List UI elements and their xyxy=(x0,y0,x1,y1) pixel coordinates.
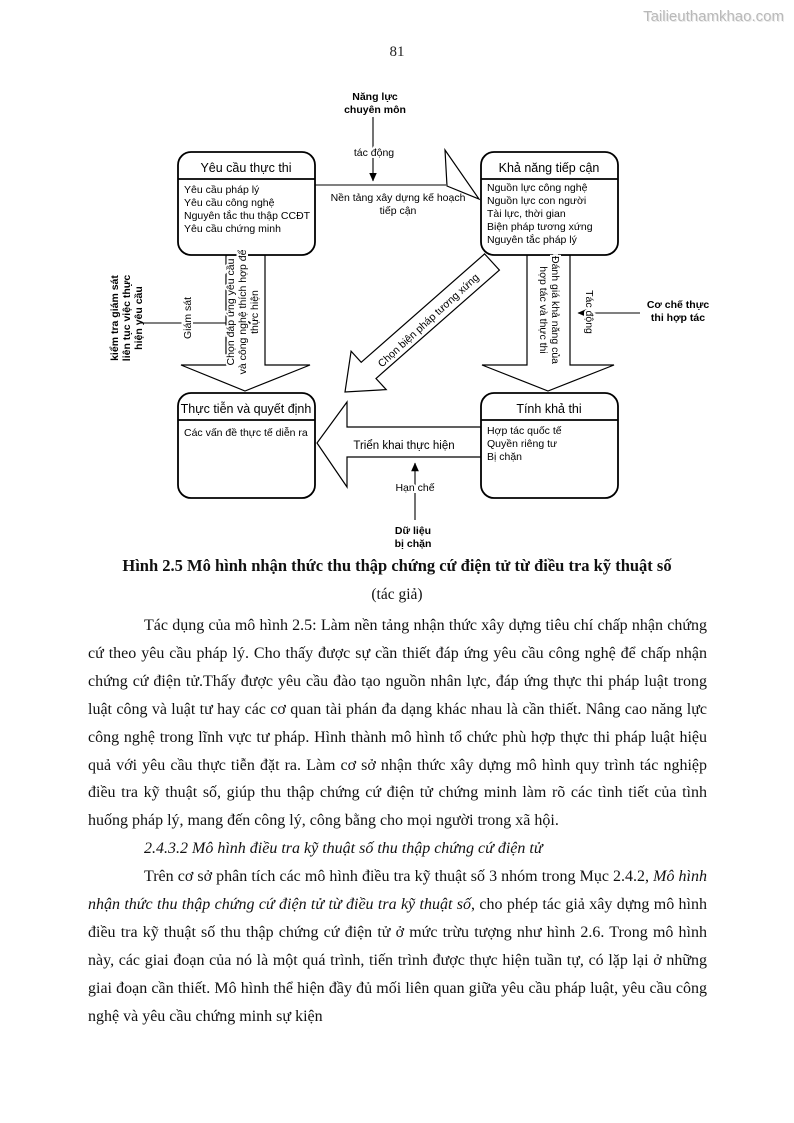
mechanism-label-line2: thi hợp tác xyxy=(651,312,705,324)
feasibility-item: Bị chặn xyxy=(487,451,522,463)
practice-box: Thực tiễn và quyết định Các vấn đề thực … xyxy=(177,392,316,499)
svg-text:liên tục việc thực: liên tục việc thực xyxy=(121,275,133,362)
access-box-title: Khả năng tiếp cận xyxy=(499,161,600,175)
figure-caption-author: (tác giả) xyxy=(371,586,423,603)
access-item: Nguyên tắc pháp lý xyxy=(487,233,578,246)
mechanism-label-line1: Cơ chế thực xyxy=(647,299,709,311)
blocked-label-line1: Dữ liệu xyxy=(395,525,431,537)
figure-2-5-diagram: Năng lực chuyên môn tác động Yêu cầu thự… xyxy=(109,91,709,550)
access-box: Khả năng tiếp cận Nguồn lực công nghệ Ng… xyxy=(480,151,619,256)
paragraph-2-text: Trên cơ sở phân tích các mô hình điều tr… xyxy=(144,868,654,886)
figure-caption: Hình 2.5 Mô hình nhận thức thu thập chứn… xyxy=(122,556,672,575)
impact-top-label: tác động xyxy=(354,147,394,159)
limit-label: Hạn chế xyxy=(395,482,434,494)
svg-text:Chọn đáp ứng yêu cầu: Chọn đáp ứng yêu cầu xyxy=(225,258,237,365)
svg-text:hiện yêu cầu: hiện yêu cầu xyxy=(133,286,145,350)
deploy-label: Triển khai thực hiện xyxy=(353,440,454,452)
top-label-line1: Năng lực xyxy=(352,91,398,103)
body-text: Tác dụng của mô hình 2.5: Làm nền tảng n… xyxy=(88,612,707,1031)
top-label-line2: chuyên môn xyxy=(344,104,406,116)
requirements-item: Yêu cầu chứng minh xyxy=(184,223,281,235)
foundation-arrowhead xyxy=(444,147,481,201)
access-item: Biện pháp tương xứng xyxy=(487,221,593,233)
foundation-label-line2: tiếp cận xyxy=(380,205,417,217)
paragraph-2-text: , cho phép tác giả xây dựng mô hình điều… xyxy=(88,896,708,1025)
foundation-label-line1: Nền tảng xây dựng kế hoạch xyxy=(331,192,466,204)
access-item: Nguồn lực con người xyxy=(487,195,586,207)
select-measure-label: Chọn biện pháp tương xứng xyxy=(376,271,482,369)
monitor-arrow-label: Giám sát xyxy=(182,297,194,339)
feasibility-box: Tính khả thi Hợp tác quốc tế Quyền riêng… xyxy=(480,392,619,499)
monitor-side-label: kiểm tra giám sát liên tục việc thực hiệ… xyxy=(109,275,145,362)
svg-text:thực hiện: thực hiện xyxy=(249,290,261,334)
requirements-item: Yêu cầu công nghệ xyxy=(184,197,275,209)
feasibility-item: Hợp tác quốc tế xyxy=(487,425,562,437)
evaluate-label: Đánh giá khả năng của hợp tác và thực th… xyxy=(535,254,563,366)
page-number: 81 xyxy=(389,44,405,60)
blocked-label-line2: bị chặn xyxy=(395,538,432,550)
paragraph-2-italic-title: Mô hình nhận thức thu thập chứng cứ điện… xyxy=(88,868,707,914)
requirements-box: Yêu cầu thực thi Yêu cầu pháp lý Yêu cầu… xyxy=(177,151,316,256)
access-item: Nguồn lực công nghệ xyxy=(487,182,588,194)
diagonal-arrow xyxy=(344,253,501,393)
select-response-label: Chọn đáp ứng yêu cầu và công nghệ thích … xyxy=(223,247,263,376)
requirements-box-title: Yêu cầu thực thi xyxy=(200,161,291,175)
feasibility-box-title: Tính khả thi xyxy=(516,402,581,416)
access-item: Tài lực, thời gian xyxy=(487,208,566,220)
svg-text:kiểm tra giám sát: kiểm tra giám sát xyxy=(109,275,121,361)
section-heading-2-4-3-2: 2.4.3.2 Mô hình điều tra kỹ thuật số thu… xyxy=(144,840,543,858)
paragraph-2: Trên cơ sở phân tích các mô hình điều tr… xyxy=(88,863,707,1030)
practice-box-title: Thực tiễn và quyết định xyxy=(181,401,312,416)
svg-text:và công nghệ thích hợp để: và công nghệ thích hợp để xyxy=(237,249,249,374)
svg-text:Đánh giá khả năng của: Đánh giá khả năng của xyxy=(549,256,561,364)
svg-text:hợp tác và thực thi: hợp tác và thực thi xyxy=(537,266,549,353)
left-arrow-deploy xyxy=(316,400,482,489)
down-arrow-right xyxy=(481,254,615,392)
requirements-item: Yêu cầu pháp lý xyxy=(184,184,260,196)
paragraph-1: Tác dụng của mô hình 2.5: Làm nền tảng n… xyxy=(88,617,707,830)
practice-item: Các vấn đề thực tế diễn ra xyxy=(184,426,308,439)
requirements-item: Nguyên tắc thu thập CCĐT xyxy=(184,209,311,222)
feasibility-item: Quyền riêng tư xyxy=(487,438,557,450)
impact-right-label: Tác động xyxy=(583,290,595,334)
watermark: Tailieuthamkhao.com xyxy=(643,8,784,25)
